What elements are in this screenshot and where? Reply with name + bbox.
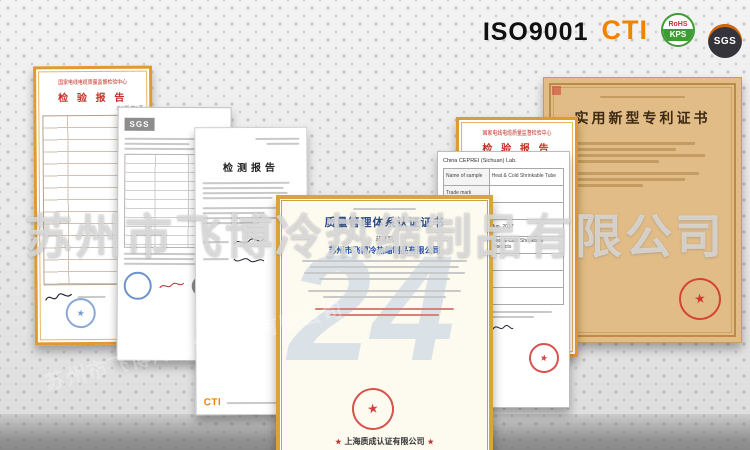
signature-icon bbox=[233, 238, 265, 245]
cti-logo: CTI bbox=[601, 15, 648, 45]
certification-logo-bar: ISO9001 CTI RoHS KPS SGS bbox=[483, 10, 742, 58]
inspection-org: 国家电线电缆质量监督检验中心 bbox=[58, 79, 128, 87]
ceprei-org: China CEPREI (Sichuan) Lab. bbox=[443, 158, 517, 164]
patent-red-seal-icon: ★ bbox=[676, 275, 724, 323]
signature-icon bbox=[159, 282, 185, 289]
inspection-report-left: 国家电线电缆质量监督检验中心 检 验 报 告 共3页 第1页 ★ bbox=[33, 65, 154, 346]
cti-footer-logo: CTI bbox=[203, 397, 222, 409]
qms-certificate: 24 质量管理体系认证证书 兹证明 苏州市飞博冷热缩制品有限公司 ★ ★上海质成… bbox=[276, 195, 493, 450]
cti-test-report: 检测报告 CTI bbox=[194, 126, 309, 416]
inspection-org: 国家电线电缆质量监督检验中心 bbox=[482, 131, 552, 137]
signature-icon bbox=[45, 293, 73, 301]
qms-intro: 兹证明 bbox=[375, 237, 394, 243]
qms-title: 质量管理体系认证证书 bbox=[324, 217, 445, 229]
sgs-test-report: SGS SGS bbox=[116, 106, 232, 362]
rohs-kps-badge-icon: RoHS KPS bbox=[661, 13, 695, 47]
star-icon: ★ bbox=[335, 439, 342, 446]
sgs-badge-icon: SGS bbox=[708, 24, 742, 58]
qms-issuer: ★上海质成认证有限公司★ bbox=[335, 437, 434, 446]
sgs-logo: SGS bbox=[124, 117, 155, 131]
test-report-title: 检测报告 bbox=[222, 162, 279, 175]
patent-title: 实用新型专利证书 bbox=[574, 110, 711, 126]
iso9001-logo: ISO9001 bbox=[482, 18, 589, 46]
star-icon: ★ bbox=[427, 439, 434, 446]
kps-label: KPS bbox=[663, 28, 693, 41]
inspection-title: 检 验 报 告 bbox=[482, 144, 552, 155]
qms-company: 苏州市飞博冷热缩制品有限公司 bbox=[328, 246, 441, 255]
inspection-title: 检 验 报 告 bbox=[58, 92, 128, 105]
rohs-label: RoHS bbox=[668, 20, 688, 28]
blue-ring-stamp-icon bbox=[123, 271, 152, 300]
signature-icon bbox=[233, 258, 265, 263]
qms-red-seal-icon: ★ bbox=[349, 385, 397, 433]
ceprei-red-seal-icon: ★ bbox=[526, 340, 562, 376]
sgs-label: SGS bbox=[713, 35, 737, 47]
patent-corner-stamp bbox=[552, 86, 561, 95]
